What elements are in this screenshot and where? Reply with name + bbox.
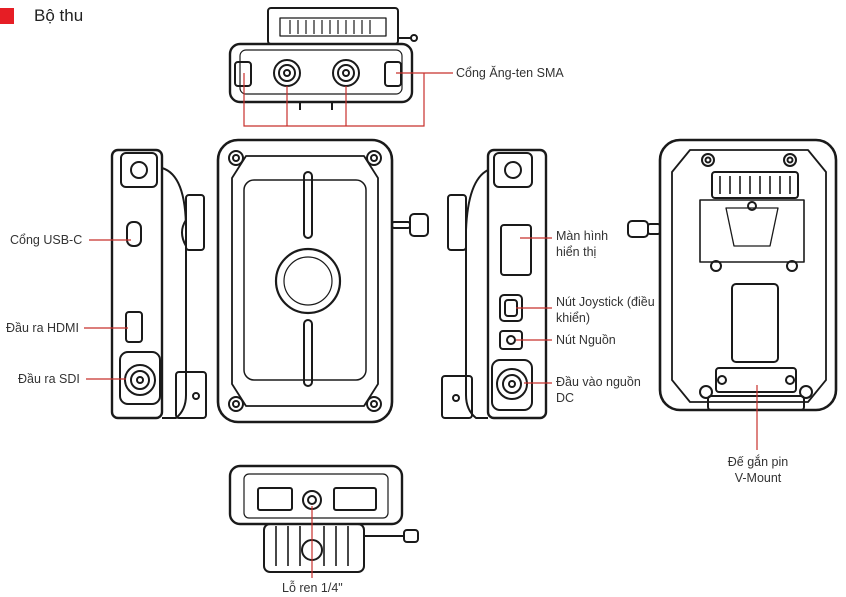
v-mount-plate — [699, 199, 805, 263]
display-screen-label-line1: Màn hình — [556, 229, 609, 243]
receiver-right-side-view — [441, 148, 548, 420]
corner-screw-bl — [699, 385, 713, 399]
usbc-port-label: Cổng USB-C — [10, 233, 83, 247]
v-mount-latch — [715, 367, 797, 393]
joystick-label-line2: khiển) — [556, 311, 591, 325]
dc-input-connector — [491, 359, 533, 411]
section-title: Bộ thu — [0, 6, 83, 26]
receiver-left-side-view — [110, 148, 207, 420]
corner-screw-br — [366, 396, 382, 412]
corner-screw-tl — [228, 150, 244, 166]
display-screen-label-line2: hiển thị — [556, 245, 597, 259]
callout-lines — [84, 72, 758, 578]
dc-input-label: Đầu vào nguồn DC — [556, 374, 641, 406]
dc-input-label-line2: DC — [556, 391, 575, 405]
sdi-output-label: Đầu ra SDI — [18, 372, 80, 386]
vmount-label-line1: Đế gắn pin — [727, 455, 789, 469]
sma-connector-1 — [273, 59, 301, 87]
vmount-label: Đế gắn pin V-Mount — [722, 454, 794, 486]
corner-screw-tr — [783, 153, 797, 167]
hdmi-port — [125, 311, 143, 343]
sma-connector-2 — [332, 59, 360, 87]
battery-area — [731, 283, 779, 363]
corner-screw-bl — [228, 396, 244, 412]
receiver-front-view — [216, 138, 429, 424]
sma-port-label: Cổng Ăng-ten SMA — [456, 66, 564, 80]
display-screen — [500, 224, 532, 276]
vmount-label-line2: V-Mount — [734, 471, 782, 485]
corner-screw-br — [799, 385, 813, 399]
receiver-back-view — [627, 138, 838, 412]
power-button-label: Nút Nguồn — [556, 333, 616, 347]
corner-screw-tr — [366, 150, 382, 166]
sdi-connector — [119, 351, 161, 405]
joystick-label-line1: Nút Joystick (điều — [556, 295, 655, 309]
display-screen-label: Màn hình hiển thị — [556, 228, 608, 260]
title-marker — [0, 8, 14, 24]
corner-screw-tl — [701, 153, 715, 167]
page-title: Bộ thu — [34, 6, 84, 25]
hdmi-output-label: Đầu ra HDMI — [6, 321, 79, 335]
usb-c-port — [126, 221, 142, 247]
dc-input-label-line1: Đầu vào nguồn — [556, 375, 641, 389]
joystick-button-label: Nút Joystick (điều khiển) — [556, 294, 655, 326]
thread-hole-label: Lỗ ren 1/4" — [282, 581, 343, 595]
receiver-bottom-view — [228, 464, 419, 573]
sma-callout-line — [243, 73, 425, 127]
receiver-top-view — [228, 7, 418, 110]
